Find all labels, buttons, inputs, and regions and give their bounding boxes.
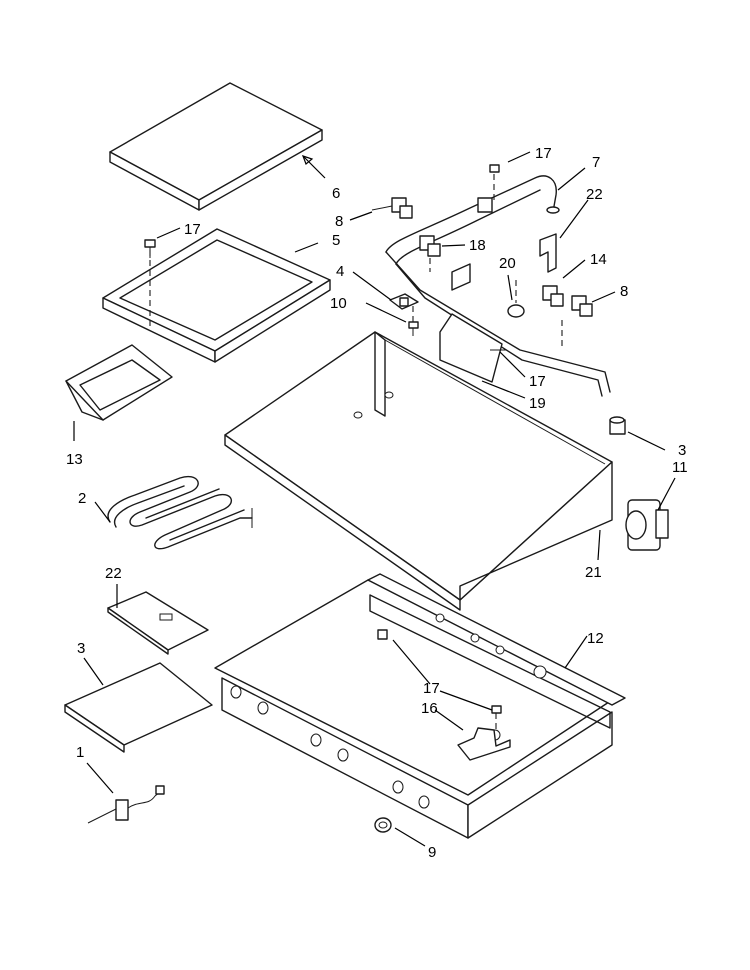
fitting-3a-part — [609, 416, 626, 435]
callout-7: 7 — [592, 154, 600, 171]
valve-18-part — [419, 235, 441, 272]
callout-20: 20 — [499, 255, 516, 272]
callout-17c: 17 — [529, 373, 546, 390]
callout-9: 9 — [428, 844, 436, 861]
igniter-1-part — [87, 785, 165, 824]
callout-6: 6 — [332, 185, 340, 202]
callout-11: 11 — [672, 459, 688, 476]
callout-12: 12 — [587, 630, 604, 647]
callout-17b: 17 — [535, 145, 552, 162]
callout-16: 16 — [421, 700, 438, 717]
burner-tube-2-part — [107, 475, 253, 550]
bracket-part — [451, 263, 471, 291]
base-chassis-12-part — [214, 573, 626, 839]
cover-plate-19-part — [439, 313, 506, 383]
callout-labels: 6 5 17 13 17 7 8 22 18 4 20 14 8 10 17 1… — [66, 145, 688, 861]
screw-17b-part — [477, 164, 500, 213]
disc-20-part — [507, 304, 525, 318]
callout-17a: 17 — [184, 221, 201, 238]
leader-lines — [73, 151, 676, 847]
callout-19: 19 — [529, 395, 546, 412]
callout-22a: 22 — [586, 186, 603, 203]
callout-2: 2 — [78, 490, 86, 507]
plate-3b-part — [64, 662, 213, 753]
grease-tray-part — [65, 344, 173, 421]
regulator-11-part — [625, 499, 669, 551]
callout-13: 13 — [66, 451, 83, 468]
callout-10: 10 — [330, 295, 347, 312]
valve-8b-part — [561, 295, 593, 350]
bracket-16-part — [457, 727, 511, 761]
bracket-22a-part — [539, 233, 557, 273]
valve-8a-part — [371, 197, 413, 219]
panel-22b-part — [107, 591, 209, 655]
callout-4: 4 — [336, 263, 344, 280]
callout-18: 18 — [469, 237, 486, 254]
nut-9-part — [374, 817, 392, 833]
callout-3b: 3 — [77, 640, 85, 657]
valve-14-part — [542, 285, 564, 307]
frame-tray-part — [102, 228, 331, 363]
callout-21: 21 — [585, 564, 602, 581]
callout-22b: 22 — [105, 565, 122, 582]
callout-1: 1 — [76, 744, 84, 761]
callout-5: 5 — [332, 232, 340, 249]
clip-4-part — [389, 293, 419, 310]
callout-8b: 8 — [620, 283, 628, 300]
callout-8a: 8 — [335, 213, 343, 230]
screw-17a-part — [144, 239, 156, 258]
callout-3a: 3 — [678, 442, 686, 459]
griddle-plate-part — [109, 82, 323, 211]
screw-10-part — [408, 321, 419, 336]
drip-pan-21-part — [224, 331, 613, 611]
callout-17d: 17 — [423, 680, 440, 697]
callout-14: 14 — [590, 251, 607, 268]
